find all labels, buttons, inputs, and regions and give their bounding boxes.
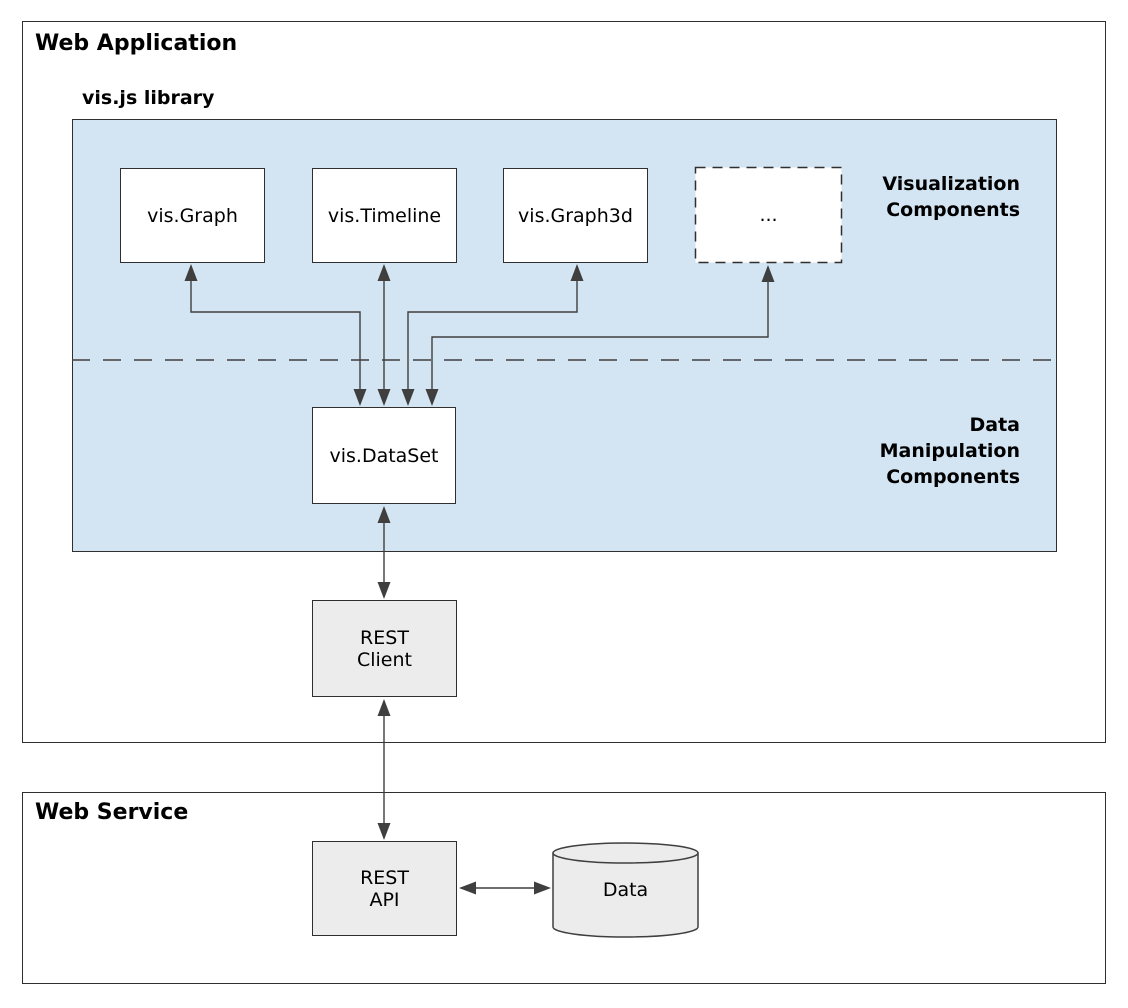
component-label-vis-dataset: vis.DataSet [329,444,439,467]
component-box-vis-graph: vis.Graph [120,168,265,263]
database-label-wrap: Data [553,853,698,927]
component-label-vis-graph3d: vis.Graph3d [518,204,633,227]
component-box-placeholder-label: ... [695,167,842,263]
component-label-vis-timeline: vis.Timeline [327,204,442,227]
rest-client-box: REST Client [312,600,457,697]
component-box-vis-dataset: vis.DataSet [312,407,456,504]
database-label: Data [602,879,649,901]
data-manipulation-components-label: Data Manipulation Components [879,414,1020,488]
component-box-vis-graph3d: vis.Graph3d [503,168,648,263]
visualization-components-label: Visualization Components [882,173,1020,221]
rest-api-label: REST API [360,866,409,911]
component-box-vis-timeline: vis.Timeline [312,168,457,263]
component-label-vis-graph: vis.Graph [147,204,238,227]
web-service-title: Web Service [35,800,189,825]
web-application-title: Web Application [35,31,238,56]
rest-api-box: REST API [312,841,457,936]
component-label-ellipsis: ... [759,204,778,226]
rest-client-label: REST Client [356,626,412,671]
visjs-library-title: vis.js library [82,87,215,109]
